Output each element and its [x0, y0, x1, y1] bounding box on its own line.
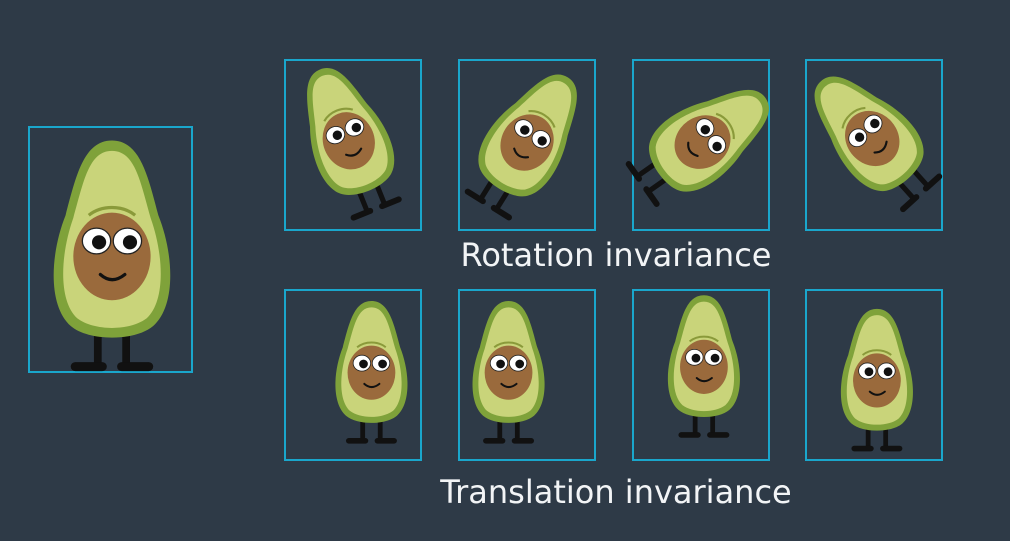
rotation-frame-2 [452, 55, 602, 231]
translation-frame-2 [458, 289, 596, 461]
rotation-frame-4 [790, 54, 953, 231]
avocado-character-icon [283, 53, 415, 227]
avocado-character-icon [790, 54, 953, 222]
avocado-character-icon [839, 307, 914, 453]
translation-frame-4 [805, 289, 943, 461]
rotation-invariance-caption: Rotation invariance [460, 236, 772, 274]
avocado-character-icon [52, 138, 172, 373]
avocado-character-icon [616, 65, 789, 219]
avocado-character-icon [452, 55, 602, 229]
rotation-frame-1 [283, 53, 422, 231]
translation-invariance-caption: Translation invariance [440, 473, 792, 511]
avocado-character-icon [334, 300, 409, 445]
translation-frame-1 [284, 289, 422, 461]
avocado-character-icon [666, 294, 741, 439]
avocado-character-icon [471, 300, 546, 445]
rotation-frame-3 [616, 59, 789, 231]
translation-frame-3 [632, 289, 770, 461]
original-avocado-frame [28, 126, 193, 373]
